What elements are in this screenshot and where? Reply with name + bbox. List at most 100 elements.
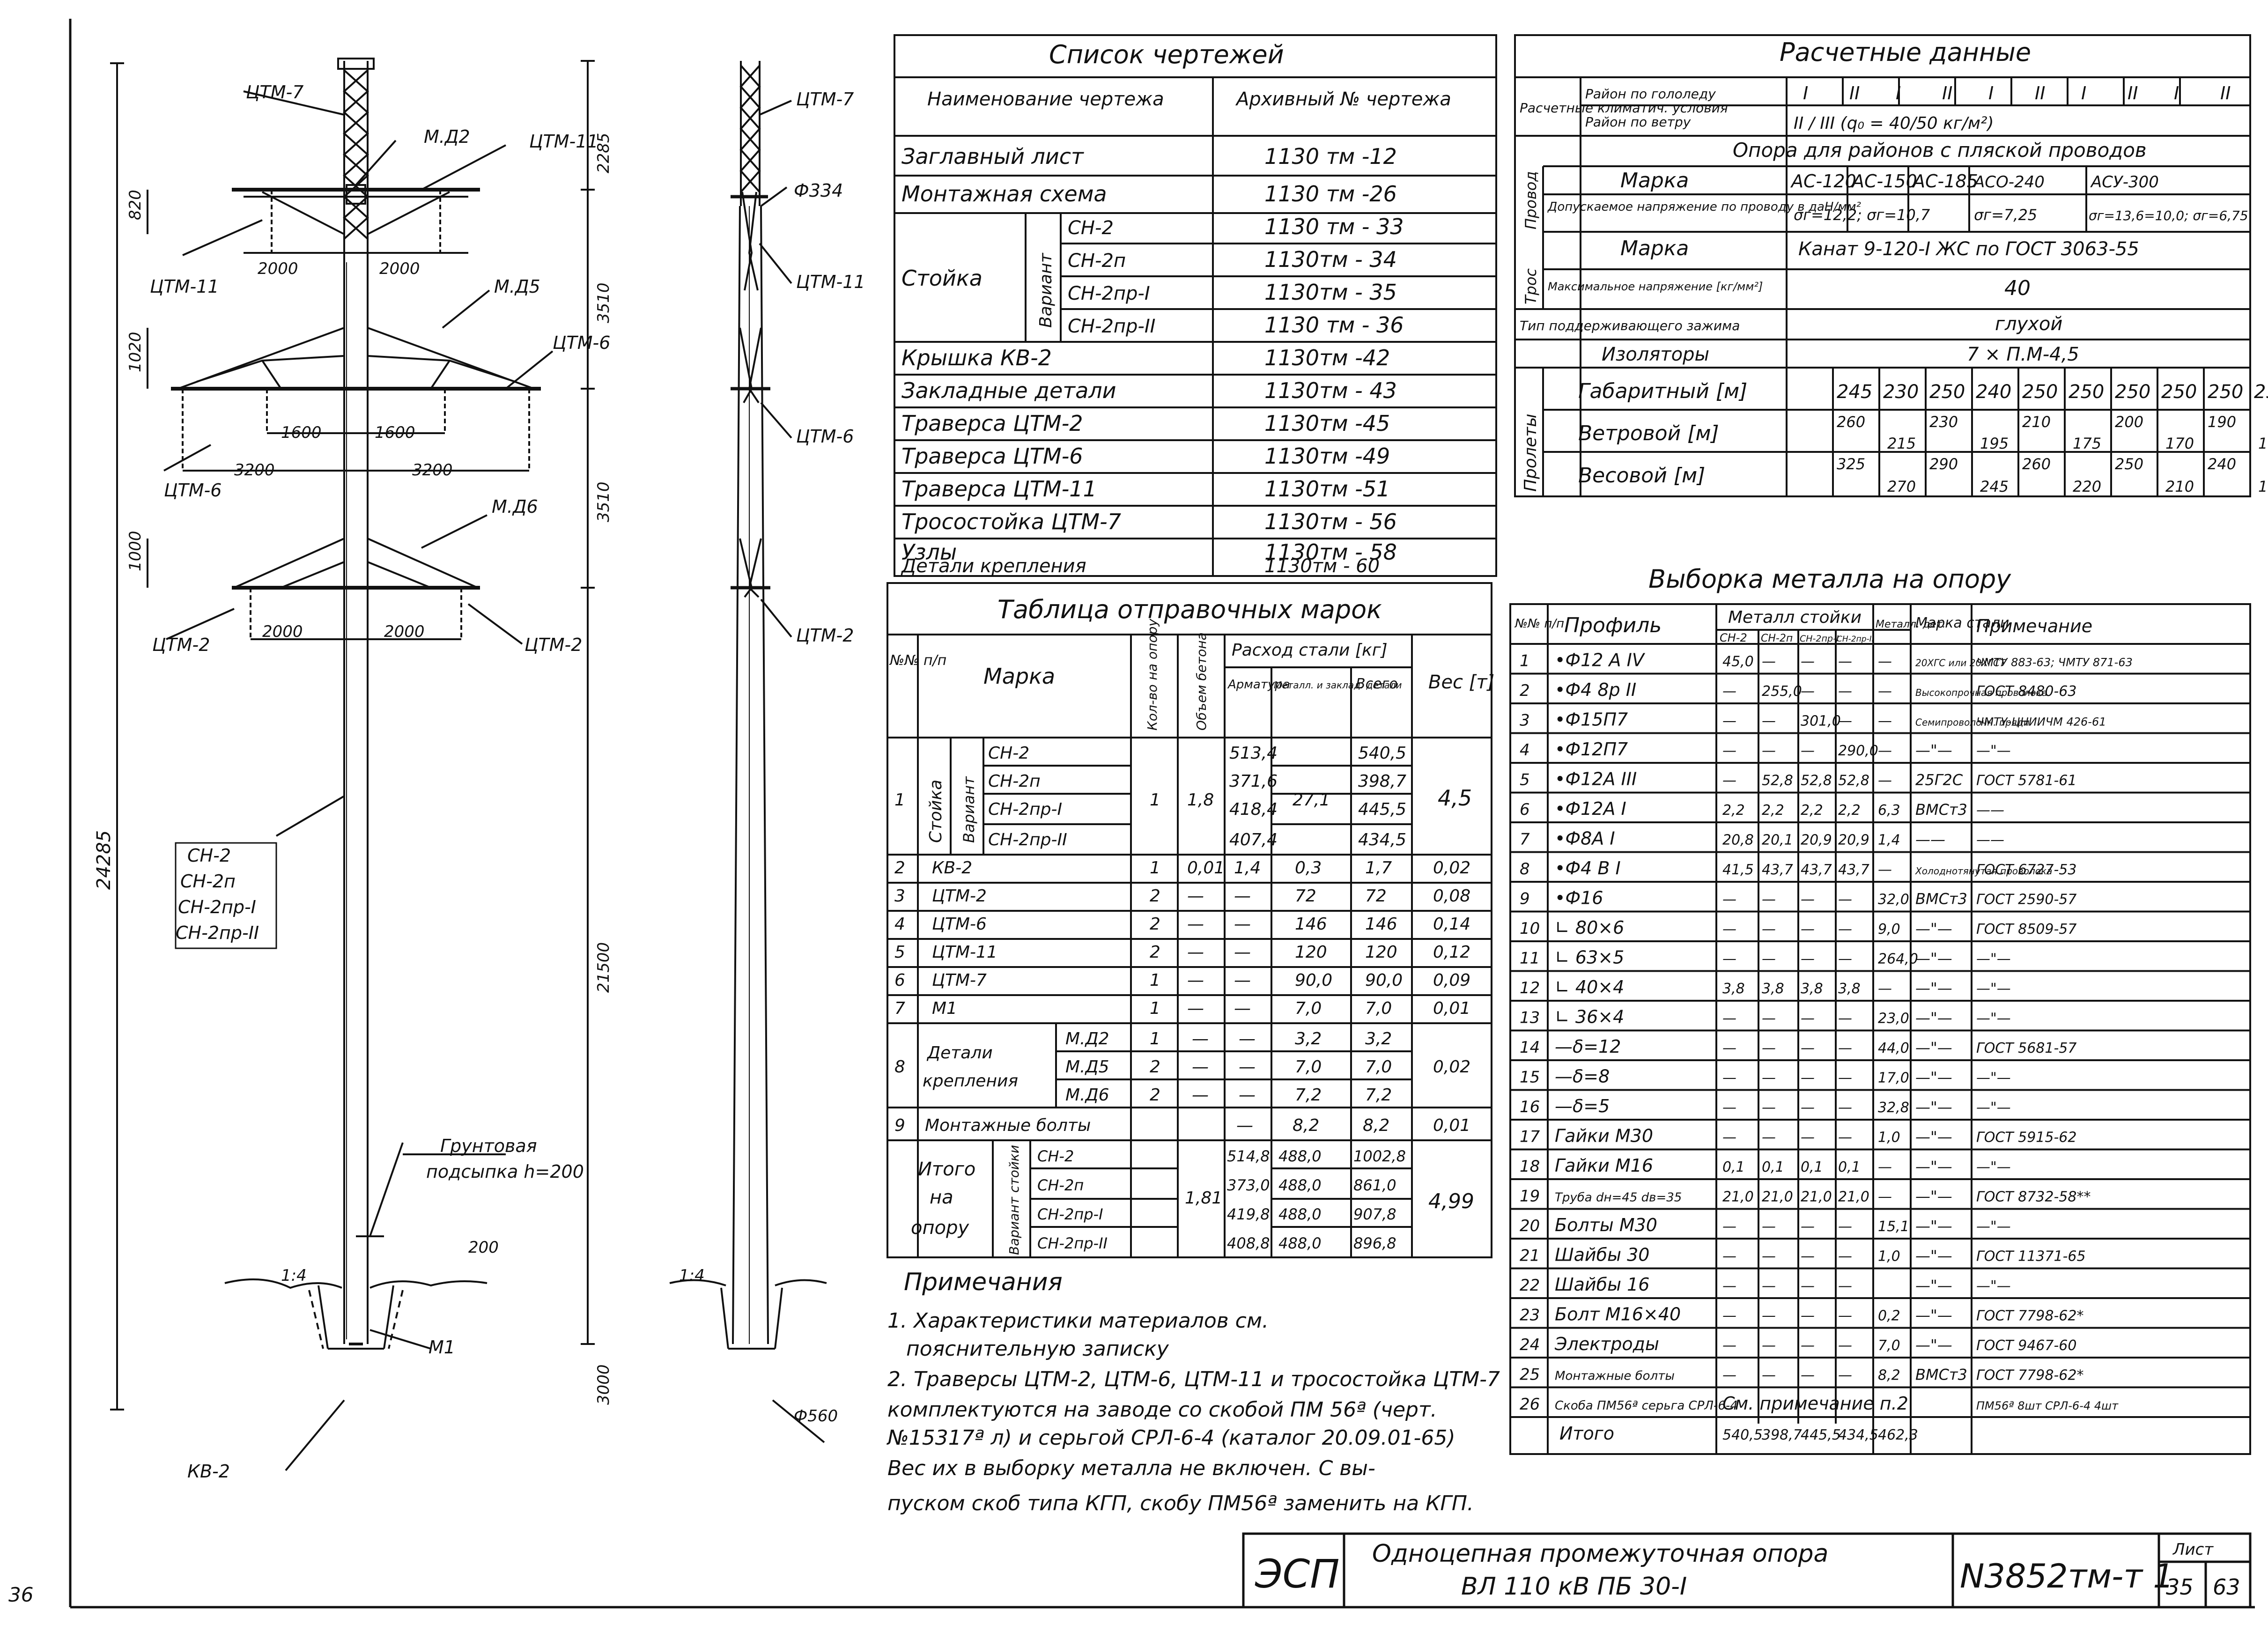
metal-h-col: СН-2п (1761, 633, 1793, 644)
drawing-row-num: 1130тм - 58 (1264, 539, 1397, 565)
metal-title: Выборка металла на опору (1648, 564, 2011, 594)
calc-wire-mark: АСУ-300 (2090, 173, 2159, 192)
calc-gab-value: 250 (2208, 381, 2243, 403)
marks-r1-all: 445,5 (1358, 800, 1406, 819)
metal-row-cell: — (1722, 713, 1736, 730)
calc-gab-value: 250 (1929, 381, 1965, 403)
metal-row-note: ГОСТ 5915-62 (1976, 1130, 2076, 1146)
metal-row-cell: 0,1 (1762, 1159, 1784, 1175)
drawings-list-head-name: Наименование чертежа (927, 89, 1164, 110)
metal-row-cell: 20,8 (1722, 832, 1754, 849)
marks-r8-sub-vol: — (1192, 1029, 1209, 1049)
marks-row-num: 2 (894, 858, 905, 878)
calc-wind-span-top: 190 (2208, 413, 2236, 431)
dim-text: 200 (468, 1238, 499, 1257)
metal-row-cell: — (1762, 1367, 1776, 1384)
label-post-variant: СН-2пр-II (176, 923, 259, 943)
calc-weight-span-bot: 195 (2258, 478, 2268, 495)
metal-row-cell: 2,2 (1801, 802, 1823, 819)
marks-total-wt: 4,99 (1428, 1189, 1474, 1213)
marks-row-mark: КВ-2 (932, 858, 972, 878)
stamp-sheet-label: Лист (2172, 1540, 2214, 1559)
calc-climate: Расчетные климатич. условия (1520, 100, 1728, 116)
marks-h-met: Металл. и заклад. детали (1274, 679, 1402, 691)
metal-row-num: 3 (1520, 711, 1530, 730)
metal-row-cell: — (1838, 683, 1852, 700)
drawing-row-num: 1130тм - 60 (1264, 555, 1380, 577)
metal-row-cell: 43,7 (1838, 862, 1869, 878)
metal-row-cell: — (1762, 892, 1776, 908)
calc-wind-span-top: 260 (1837, 413, 1865, 431)
metal-row-grade: —"— (1915, 741, 1952, 759)
metal-row-profile: Скоба ПМ56ª серьга СРЛ-6-4 (1555, 1399, 1738, 1413)
calc-wind-span-bot: 215 (1887, 435, 1916, 452)
metal-h-num: №№ п/п (1514, 617, 1564, 631)
metal-row-note: ГОСТ 8509-57 (1976, 921, 2076, 938)
calc-weight-span-bot: 210 (2165, 478, 2194, 495)
marks-r1-var-name: СН-2п (988, 772, 1041, 791)
calc-ice-value: I (1896, 83, 1901, 103)
metal-row-cell: — (1762, 1218, 1776, 1235)
stamp-number: N3852тм-т 1 (1960, 1557, 2174, 1595)
calc-weight-span-bot: 270 (1887, 478, 1916, 495)
metal-row-profile: Шайбы 30 (1555, 1245, 1650, 1265)
metal-row-num: 7 (1520, 830, 1530, 849)
marks-row-met: 146 (1295, 915, 1327, 934)
metal-row-num: 13 (1520, 1009, 1540, 1027)
metal-row-note: —"— (1976, 1070, 2011, 1086)
dim-text: 1600 (281, 423, 322, 442)
calc-wind-span-bot: 175 (2073, 435, 2101, 452)
metal-h-grade: Марка стали (1915, 615, 2009, 631)
marks-r1-qty: 1 (1150, 790, 1160, 810)
marks-row-all: 120 (1365, 943, 1397, 962)
marks-row-mark: М1 (932, 999, 957, 1018)
marks-total-var-met: 488,0 (1278, 1147, 1322, 1165)
metal-row-grade: ВМСт3 (1915, 890, 1967, 908)
marks-row-num: 5 (894, 943, 905, 962)
marks-r8-sub-qty: 2 (1150, 1086, 1160, 1105)
metal-row-profile: Труба dн=45 dв=35 (1555, 1191, 1682, 1205)
dim-text: 2000 (258, 259, 298, 278)
metal-row-note: —"— (1976, 981, 2011, 997)
marks-r8-sub-qty: 1 (1150, 1029, 1160, 1049)
metal-row-grade: —"— (1915, 1069, 1952, 1086)
dim-text: 2000 (384, 622, 425, 641)
marks-row-wt: 0,01 (1433, 999, 1470, 1018)
marks-total-label: на (930, 1187, 953, 1208)
marks-row-all: 7,0 (1365, 999, 1392, 1018)
marks-r1-met: 27,1 (1293, 790, 1330, 810)
metal-row-cell: 21,0 (1801, 1189, 1832, 1205)
drawing-row-name: Заглавный лист (901, 144, 1084, 169)
metal-row-grade: —"— (1915, 1307, 1952, 1324)
calc-ice-value: II (1942, 83, 1952, 103)
calc-provod: Провод (1522, 171, 1540, 229)
dim-text: 3510 (594, 481, 613, 522)
label-ctm2-left: ЦТМ-2 (152, 635, 210, 655)
metal-row-num: 5 (1520, 771, 1530, 790)
label-md2: М.Д2 (424, 126, 470, 147)
metal-row-cell: 0,1 (1801, 1159, 1823, 1175)
metal-row-num: 10 (1520, 919, 1540, 938)
metal-row-num: 4 (1520, 741, 1530, 760)
marks-r9-met: 8,2 (1293, 1116, 1319, 1135)
metal-row-grade: 25Г2С (1915, 771, 1963, 789)
metal-row-det: — (1878, 743, 1892, 759)
marks-total-label: опору (911, 1217, 969, 1239)
metal-row-note: —"— (1976, 1218, 2011, 1235)
dim-text: 1:4 (679, 1266, 705, 1285)
metal-row-det: 1,4 (1878, 832, 1900, 849)
metal-row-grade: —"— (1915, 1277, 1952, 1294)
marks-total-var-met: 488,0 (1278, 1234, 1322, 1252)
metal-h-metal: Металл стойки (1728, 608, 1862, 627)
marks-total-var-name: СН-2пр-I (1037, 1205, 1103, 1223)
marks-r1-arm: 407,4 (1229, 830, 1278, 849)
metal-row-num: 14 (1520, 1038, 1540, 1057)
calc-tros-marka-label: Марка (1620, 236, 1689, 260)
metal-row-det: — (1878, 773, 1892, 789)
marks-r1-var-name: СН-2пр-I (988, 800, 1062, 819)
marks-row-wt: 0,02 (1433, 858, 1470, 878)
label-side-ctm11: ЦТМ-11 (796, 272, 865, 292)
calc-wind-span-bot: 170 (2165, 435, 2194, 452)
metal-row-det: — (1878, 1189, 1892, 1205)
